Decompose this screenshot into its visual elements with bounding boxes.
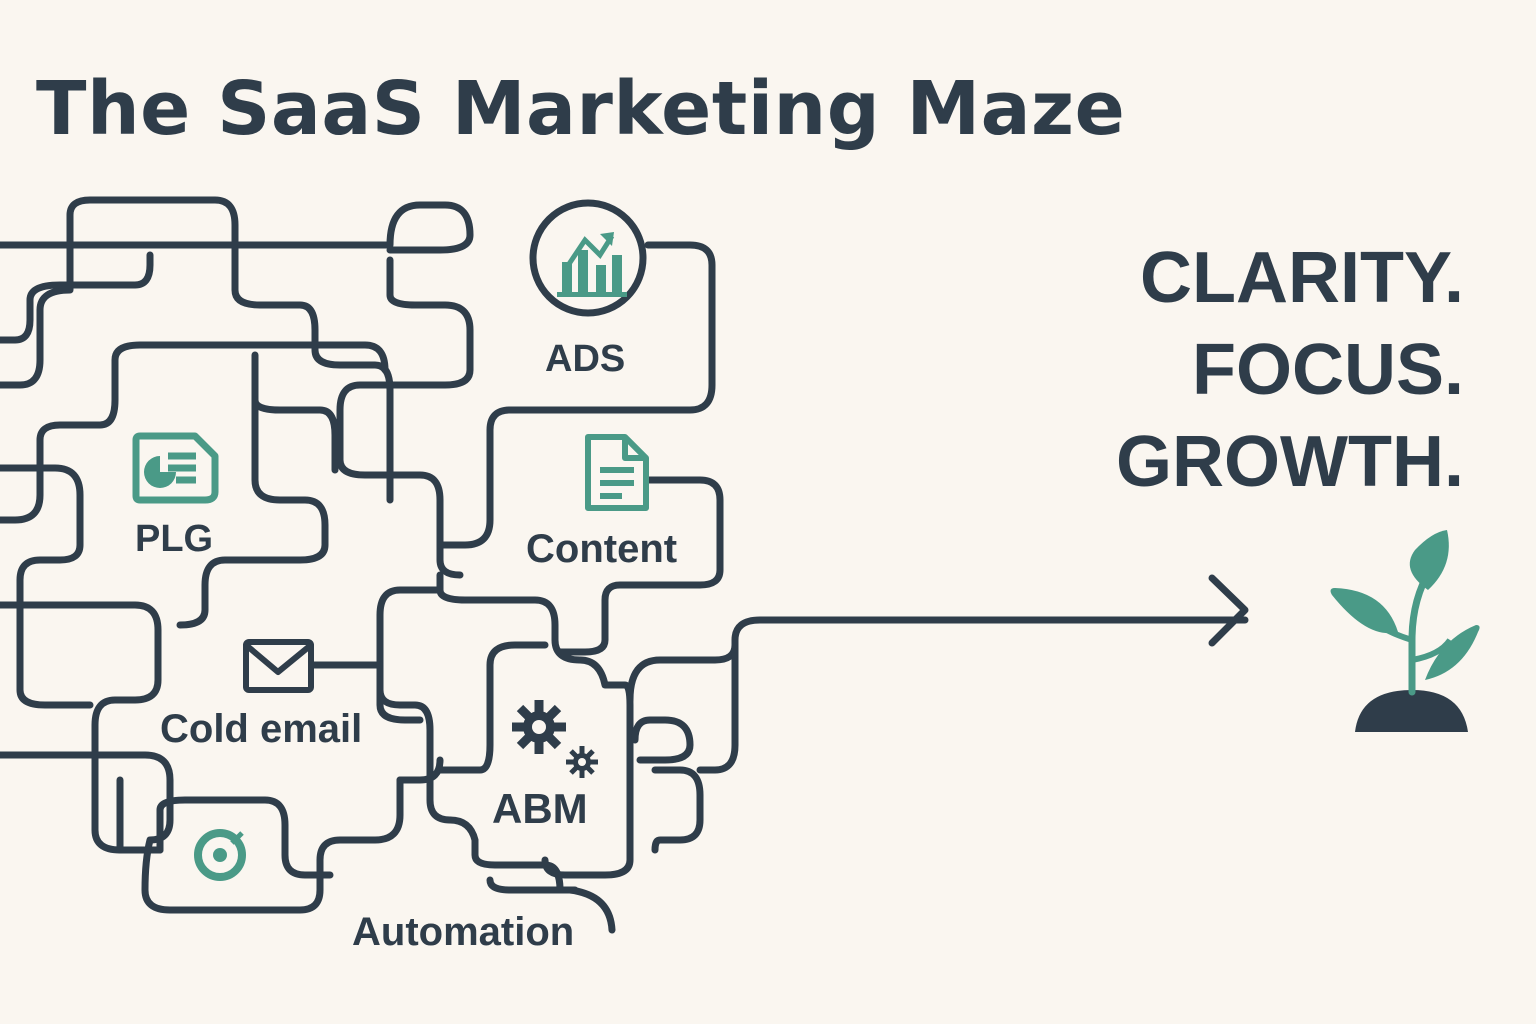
slogan: CLARITY. FOCUS. GROWTH. xyxy=(1116,232,1464,508)
cold-email-label: Cold email xyxy=(160,707,363,751)
maze-path xyxy=(436,241,716,549)
maze-path xyxy=(176,396,329,629)
pie-chart-icon xyxy=(132,432,219,504)
maze-path xyxy=(626,641,739,704)
slogan-line-clarity: CLARITY. xyxy=(1140,238,1464,318)
content-label: Content xyxy=(526,527,678,571)
maze-path xyxy=(0,196,394,504)
maze-path xyxy=(541,656,634,879)
maze-path xyxy=(696,651,739,774)
maze-path xyxy=(0,341,389,524)
maze-path xyxy=(436,641,549,774)
maze-path xyxy=(0,464,94,709)
plg-label: PLG xyxy=(135,518,214,560)
maze-path xyxy=(631,716,694,764)
slogan-line-focus: FOCUS. xyxy=(1191,330,1464,410)
path-arrowhead xyxy=(1208,574,1249,647)
maze-path xyxy=(0,201,474,254)
maze-path xyxy=(486,876,616,934)
maze-path xyxy=(0,601,164,854)
bar-chart-up-icon xyxy=(557,232,627,297)
slogan-line-growth: GROWTH. xyxy=(1116,422,1464,502)
maze-path xyxy=(376,676,424,724)
maze-path xyxy=(0,751,404,914)
ads-label: ADS xyxy=(545,338,626,380)
maze-path xyxy=(376,586,454,824)
document-icon xyxy=(585,434,649,511)
ads-icon-group xyxy=(529,199,647,317)
maze-path xyxy=(651,766,704,854)
maze-path xyxy=(251,351,339,474)
sprout-icon xyxy=(1330,530,1480,732)
maze-path xyxy=(156,796,334,879)
gears-icon xyxy=(512,700,598,778)
page-title: The SaaS Marketing Maze xyxy=(36,66,1126,152)
ads-icon-ring xyxy=(529,199,647,317)
automation-label: Automation xyxy=(352,910,575,954)
maze-path xyxy=(396,756,444,784)
maze-path xyxy=(0,251,154,344)
maze-path xyxy=(731,616,1249,659)
maze-path xyxy=(556,476,724,656)
target-icon xyxy=(194,829,246,881)
envelope-icon xyxy=(243,639,314,693)
maze-path xyxy=(336,256,474,579)
abm-label: ABM xyxy=(492,785,588,832)
